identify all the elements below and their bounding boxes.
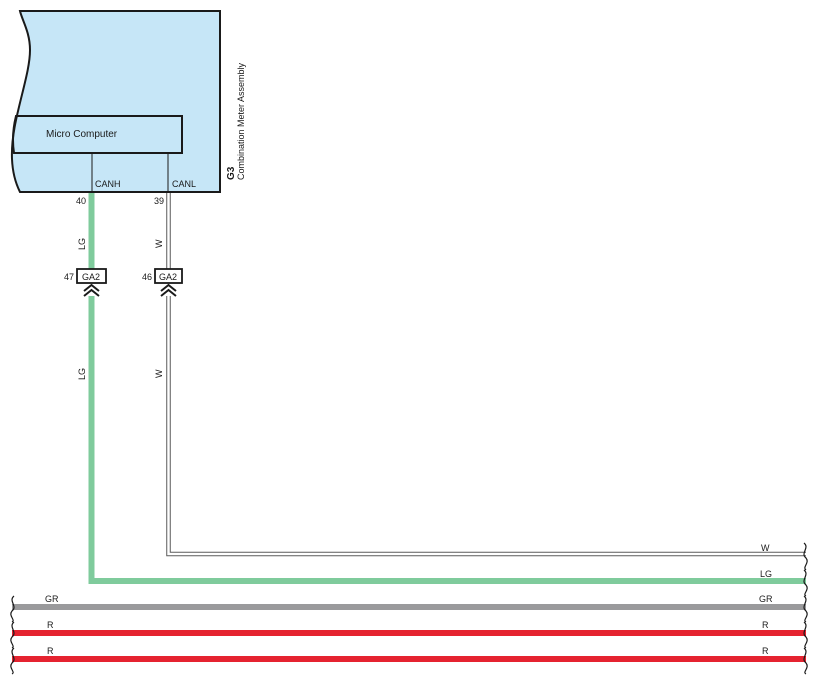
connector-pin-number: 46 (142, 272, 152, 282)
wire-label-w-lower: W (154, 369, 164, 378)
wire-label-lg-upper: LG (77, 238, 87, 250)
break-mark-right (803, 542, 808, 675)
connector-chevron-icon (83, 283, 100, 297)
bus-label-r1-right: R (762, 620, 769, 630)
pin-number-40: 40 (76, 196, 86, 206)
canh-wire-lg (88, 193, 806, 584)
wire-label-lg-lower: LG (77, 368, 87, 380)
bus-label-r1-left: R (47, 620, 54, 630)
bus-label-r2-right: R (762, 646, 769, 656)
pin-number-39: 39 (154, 196, 164, 206)
wire-label-w-upper: W (154, 239, 164, 248)
connector-code: GA2 (82, 272, 100, 282)
wire-label-lg-right: LG (760, 569, 772, 579)
component-id: G3 (226, 166, 237, 180)
connector-code: GA2 (159, 272, 177, 282)
canh-pin-label: CANH (95, 179, 121, 189)
bus-label-r2-left: R (47, 646, 54, 656)
canl-wire-w-outline (166, 193, 806, 557)
canl-wire-w (167, 193, 806, 556)
micro-computer-block (11, 115, 183, 154)
wire-label-w-right: W (761, 543, 770, 553)
break-mark-left (10, 595, 15, 675)
canl-pin-label: CANL (172, 179, 196, 189)
connector-pin-number: 47 (64, 272, 74, 282)
connector-ga2-left: GA2 47 (64, 268, 107, 297)
bus-label-gr-left: GR (45, 594, 59, 604)
connector-chevron-icon (160, 283, 177, 297)
micro-computer-label: Micro Computer (46, 129, 118, 140)
bus-label-gr-right: GR (759, 594, 773, 604)
component-name: Combination Meter Assembly (236, 62, 246, 180)
combination-meter-body (10, 10, 221, 193)
connector-ga2-right: GA2 46 (142, 268, 183, 297)
